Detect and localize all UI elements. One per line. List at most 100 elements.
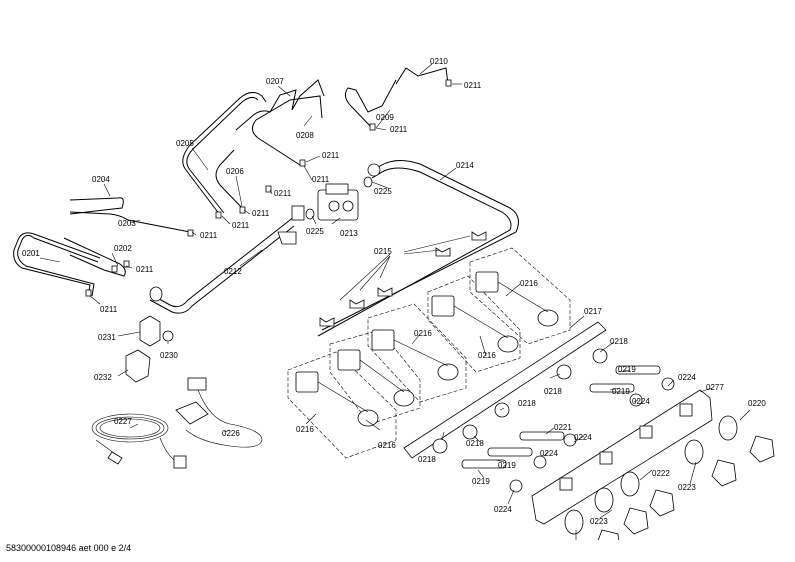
label-0224-e: 0224 <box>494 505 512 514</box>
elbow-0232 <box>125 349 151 383</box>
rail-0214-inlet <box>367 163 381 177</box>
pipe-0203 <box>69 211 191 233</box>
label-0216-c: 0216 <box>478 351 496 360</box>
label-0224-d: 0224 <box>540 449 558 458</box>
label-0216-e: 0216 <box>378 441 396 450</box>
pipe-0205 <box>182 92 267 216</box>
pipe-0204 <box>69 197 124 215</box>
label-0211-h: 0211 <box>200 231 218 240</box>
label-0211-a: 0211 <box>464 81 482 90</box>
panel-0217 <box>403 321 608 459</box>
label-0209: 0209 <box>376 113 394 122</box>
label-0201: 0201 <box>22 249 40 258</box>
label-0211-b: 0211 <box>390 125 408 134</box>
label-0226: 0226 <box>222 429 240 438</box>
pipe-0208 <box>252 95 323 166</box>
label-0210: 0210 <box>430 57 448 66</box>
elbow-0231 <box>139 315 161 347</box>
valve-groups-0216 <box>287 247 571 459</box>
gas-rail-0214 <box>321 160 519 331</box>
label-0223-b: 0223 <box>590 517 608 526</box>
seal-0230 <box>162 330 174 342</box>
label-0219-c: 0219 <box>498 461 516 470</box>
label-0211-f: 0211 <box>252 209 270 218</box>
label-0219-d: 0219 <box>472 477 490 486</box>
label-0224-c: 0224 <box>574 433 592 442</box>
label-0219-a: 0219 <box>618 365 636 374</box>
label-0211-d: 0211 <box>312 175 330 184</box>
label-0215: 0215 <box>374 247 392 256</box>
label-0224-a: 0224 <box>678 373 696 382</box>
label-0221: 0221 <box>554 423 572 432</box>
knobs-0223 <box>594 439 737 535</box>
clips-0215 <box>319 231 487 327</box>
label-0232: 0232 <box>94 373 112 382</box>
pipe-0205-inner <box>186 96 259 214</box>
label-0231: 0231 <box>98 333 116 342</box>
label-0227: 0227 <box>114 417 132 426</box>
nozzle-0211-g <box>265 185 272 193</box>
nozzle-0211-b <box>111 265 118 273</box>
nozzle-0211-f <box>239 206 246 214</box>
label-0213: 0213 <box>340 229 358 238</box>
seal-0225-b <box>363 176 373 188</box>
nozzle-0211-c <box>123 260 130 268</box>
rail-coupling <box>291 205 305 221</box>
label-0218-d: 0218 <box>466 439 484 448</box>
label-0208: 0208 <box>296 131 314 140</box>
label-0202: 0202 <box>114 244 132 253</box>
label-0211-i: 0211 <box>136 265 154 274</box>
pipe-0206 <box>215 149 245 211</box>
pipe-0201 <box>13 232 101 297</box>
label-0217: 0217 <box>584 307 602 316</box>
spindles-0219 <box>461 365 675 493</box>
pipe-0201-inner <box>17 234 99 297</box>
injector-pipes-group <box>13 67 452 297</box>
nozzle-group-0211 <box>85 79 452 297</box>
cable-0226 <box>175 377 263 448</box>
label-0206: 0206 <box>226 167 244 176</box>
label-0211-c: 0211 <box>322 151 340 160</box>
label-0218-c: 0218 <box>518 399 536 408</box>
label-0216-b: 0216 <box>414 329 432 338</box>
knobs-0220 <box>564 415 775 540</box>
label-0218-a: 0218 <box>610 337 628 346</box>
label-0225-a: 0225 <box>374 187 392 196</box>
label-0220-a: 0220 <box>748 399 766 408</box>
label-0224-b: 0224 <box>632 397 650 406</box>
label-0277: 0277 <box>706 383 724 392</box>
nozzle-0211-e <box>215 211 222 219</box>
nozzle-0211-d <box>187 229 194 237</box>
label-0203: 0203 <box>118 219 136 228</box>
nozzle-0211-j <box>445 79 452 87</box>
rail-bracket <box>277 231 297 245</box>
pipe-0202 <box>63 237 126 277</box>
gas-rail-0212-inner <box>149 225 295 314</box>
nozzle-0211-h <box>299 159 306 167</box>
label-0222: 0222 <box>652 469 670 478</box>
label-0205: 0205 <box>176 139 194 148</box>
cable-0227 <box>91 413 187 469</box>
pipe-0207 <box>235 79 325 131</box>
label-0223-a: 0223 <box>678 483 696 492</box>
label-0225-b: 0225 <box>306 227 324 236</box>
label-0216-d: 0216 <box>296 425 314 434</box>
document-id-footer: 58300000108946 aet 000 e 2/4 <box>6 543 132 553</box>
nozzle-0211-i <box>369 123 376 131</box>
pipe-0210 <box>395 67 449 85</box>
fascia-0277 <box>531 389 713 525</box>
label-0211-e: 0211 <box>274 189 292 198</box>
label-0211-g: 0211 <box>232 221 250 230</box>
label-0211-j: 0211 <box>100 305 118 314</box>
label-0204: 0204 <box>92 175 110 184</box>
label-0214: 0214 <box>456 161 474 170</box>
nozzle-0211-a <box>85 289 92 297</box>
label-0218-b: 0218 <box>544 387 562 396</box>
label-0212: 0212 <box>224 267 242 276</box>
gas-rail-0214-inner <box>317 167 512 337</box>
exploded-parts-diagram: 0201 0202 0203 0204 0205 0206 0207 0208 … <box>13 57 775 540</box>
label-0230: 0230 <box>160 351 178 360</box>
callout-labels: 0201 0202 0203 0204 0205 0206 0207 0208 … <box>22 57 766 526</box>
pipe-0209 <box>344 79 397 129</box>
label-0207: 0207 <box>266 77 284 86</box>
